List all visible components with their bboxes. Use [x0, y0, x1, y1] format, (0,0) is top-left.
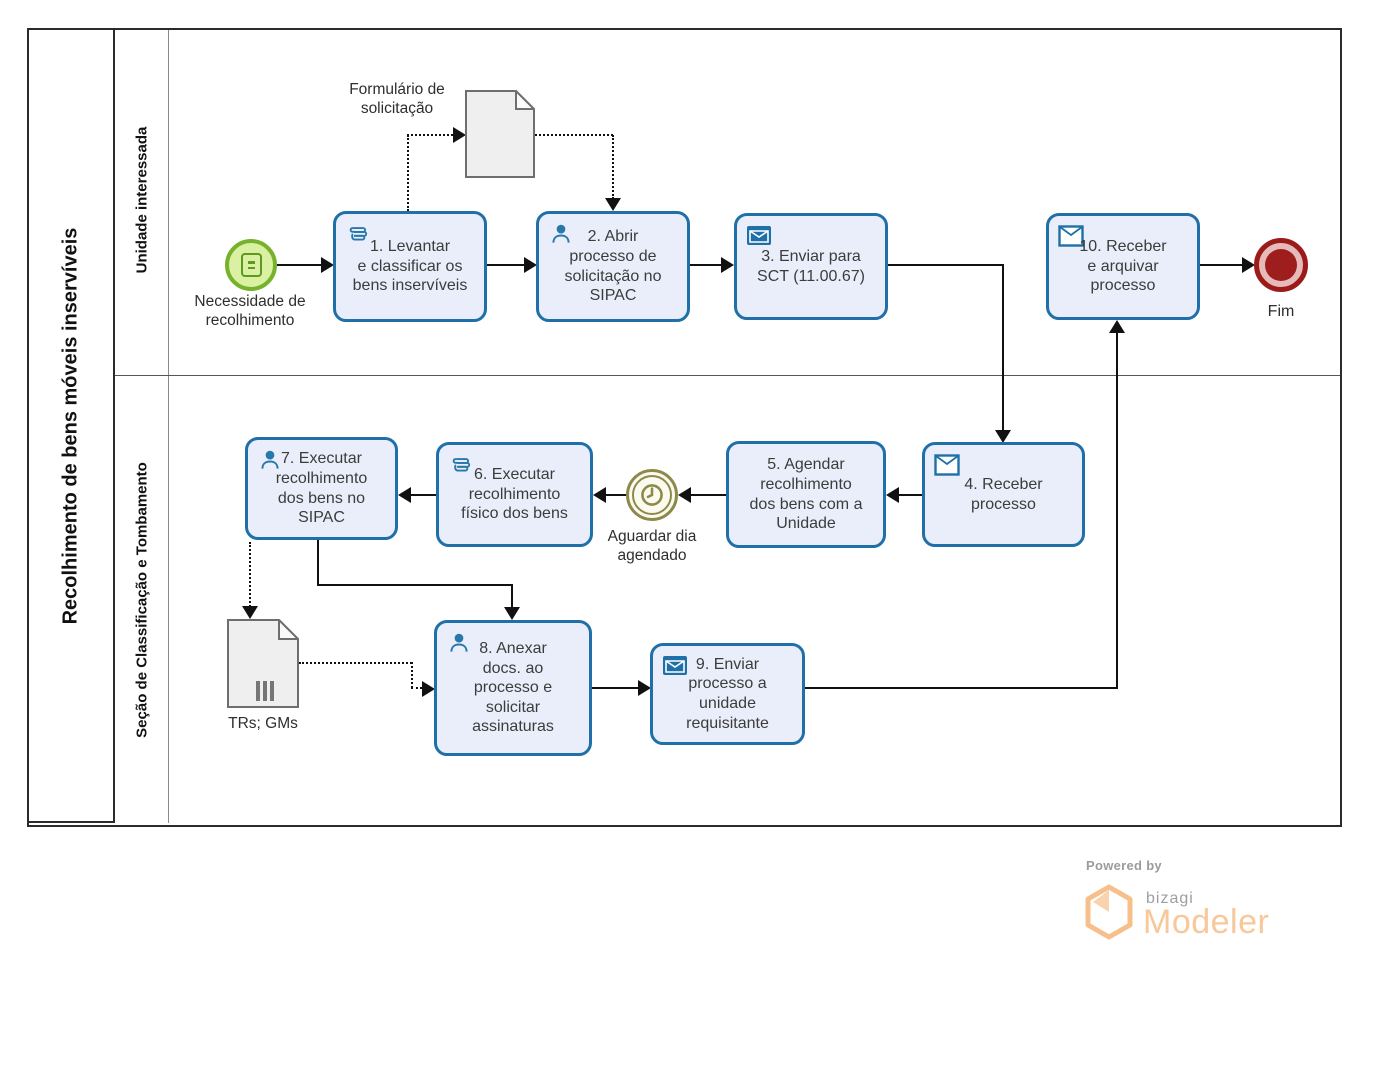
lane-name-divider — [168, 30, 169, 823]
flow-t3-t4-v — [1002, 264, 1004, 430]
arrowhead — [678, 487, 691, 503]
flow-t8-t9 — [592, 687, 638, 689]
receive-message-icon — [934, 452, 960, 478]
task-3-enviar-sct[interactable]: 3. Enviar para SCT (11.00.67) — [734, 213, 888, 320]
start-event-form-icon — [240, 253, 262, 277]
arrowhead — [504, 607, 520, 620]
flow-t5-timer — [691, 494, 726, 496]
flow-start-t1 — [277, 264, 321, 266]
assoc-trs-t8-h1 — [299, 662, 412, 664]
document-multi-icon — [227, 619, 299, 708]
task-9-enviar-processo[interactable]: 9. Enviar processo a unidade requisitant… — [650, 643, 805, 745]
assoc-form-t2-h — [535, 134, 613, 136]
modeler-wordmark: Modeler — [1143, 903, 1270, 941]
arrowhead — [1242, 257, 1255, 273]
assoc-trs-t8-h2 — [411, 687, 422, 689]
task-8-anexar-docs[interactable]: 8. Anexar docs. ao processo e solicitar … — [434, 620, 592, 756]
timer-ring — [632, 475, 672, 515]
flow-t7-t8-v1 — [317, 540, 319, 585]
arrowhead — [398, 487, 411, 503]
arrowhead — [422, 681, 435, 697]
bizagi-logo-icon — [1085, 884, 1133, 942]
flow-t10-end — [1200, 264, 1242, 266]
flow-t6-t7 — [411, 494, 436, 496]
arrowhead — [453, 127, 466, 143]
end-event[interactable] — [1254, 238, 1308, 292]
start-event-label: Necessidade de recolhimento — [194, 293, 306, 330]
manual-hand-icon — [345, 221, 371, 247]
flow-timer-t6 — [606, 494, 626, 496]
arrowhead — [1109, 320, 1125, 333]
timer-intermediate-event[interactable] — [626, 469, 678, 521]
lane-divider — [115, 375, 1340, 376]
task-6-executar-fisico[interactable]: 6. Executar recolhimento físico dos bens — [436, 442, 593, 547]
flow-t4-t5 — [899, 494, 922, 496]
end-event-label: Fim — [1267, 303, 1295, 320]
task-4-receber-processo[interactable]: 4. Receber processo — [922, 442, 1085, 547]
flow-t3-t4-h — [888, 264, 1004, 266]
flow-t7-t8-v2 — [511, 584, 513, 608]
data-object-trs-gms-label: TRs; GMs — [228, 715, 298, 732]
arrowhead — [321, 257, 334, 273]
powered-by-text: Powered by — [1086, 858, 1162, 873]
assoc-t7-trs — [249, 542, 251, 607]
end-event-core — [1265, 249, 1297, 281]
flow-t2-t3 — [690, 264, 721, 266]
user-icon — [548, 221, 574, 247]
clock-icon — [641, 484, 663, 506]
arrowhead — [886, 487, 899, 503]
assoc-t1-form-v — [407, 135, 409, 211]
timer-event-label: Aguardar dia agendado — [607, 528, 697, 565]
task-2-abrir-processo[interactable]: 2. Abrir processo de solicitação no SIPA… — [536, 211, 690, 322]
start-event[interactable] — [225, 239, 277, 291]
arrowhead — [995, 430, 1011, 443]
task-7-executar-sipac[interactable]: 7. Executar recolhimento dos bens no SIP… — [245, 437, 398, 540]
arrowhead — [524, 257, 537, 273]
manual-hand-icon — [448, 452, 474, 478]
arrowhead — [593, 487, 606, 503]
arrowhead — [605, 198, 621, 211]
arrowhead — [721, 257, 734, 273]
flow-t1-t2 — [487, 264, 524, 266]
assoc-trs-t8-v — [411, 662, 413, 688]
receive-message-icon — [1058, 223, 1084, 249]
send-message-icon — [746, 223, 772, 249]
flow-t9-t10-v — [1116, 333, 1118, 689]
user-icon — [446, 630, 472, 656]
flow-t7-t8-h — [317, 584, 513, 586]
arrowhead — [638, 680, 651, 696]
arrowhead — [242, 606, 258, 619]
document-icon — [465, 90, 535, 178]
send-message-icon — [662, 653, 688, 679]
data-object-formulario[interactable] — [465, 90, 535, 178]
bizagi-wordmark: bizagi — [1146, 890, 1194, 907]
task-5-agendar-recolhimento[interactable]: 5. Agendar recolhimento dos bens com a U… — [726, 441, 886, 548]
data-object-formulario-label: Formulário de solicitação — [349, 81, 445, 118]
flow-t9-t10-h — [805, 687, 1118, 689]
assoc-t1-form-h — [407, 134, 453, 136]
user-icon — [257, 447, 283, 473]
pool-title-band — [27, 28, 115, 823]
task-10-receber-arquivar[interactable]: 10. Receber e arquivar processo — [1046, 213, 1200, 320]
task-1-levantar[interactable]: 1. Levantar e classificar os bens inserv… — [333, 211, 487, 322]
data-object-trs-gms[interactable] — [227, 619, 299, 708]
assoc-form-t2-v — [612, 135, 614, 199]
